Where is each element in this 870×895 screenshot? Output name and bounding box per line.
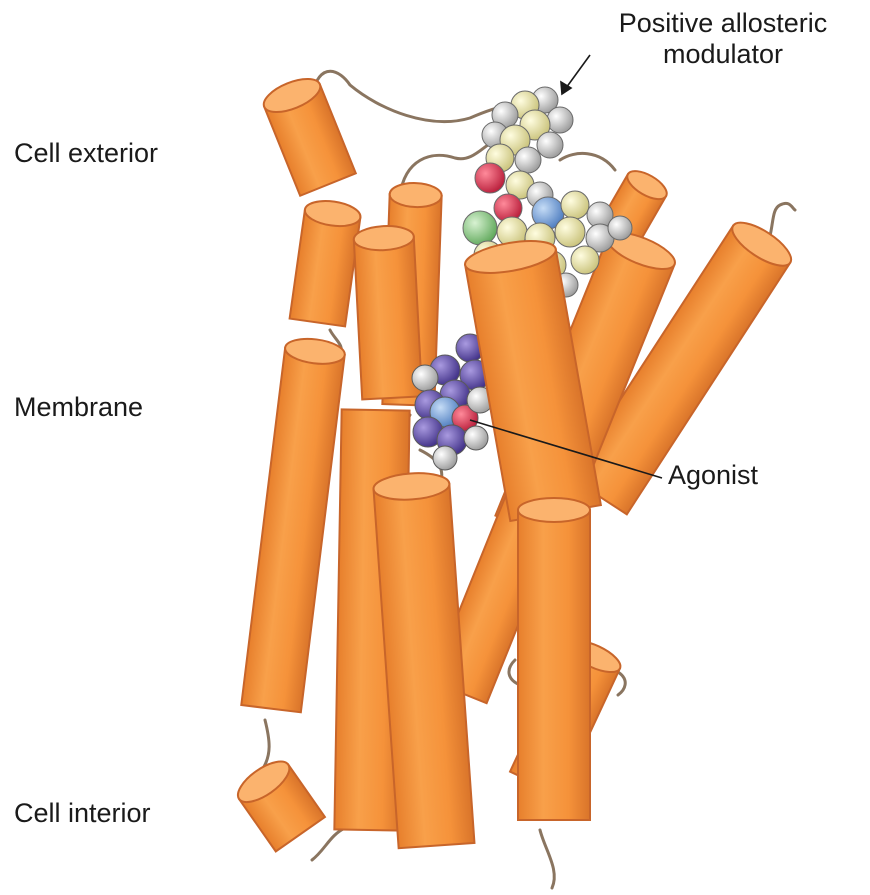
helix-cylinder bbox=[241, 336, 346, 713]
pam-label-line2: modulator bbox=[588, 39, 858, 70]
pam-label-line1: Positive allosteric bbox=[588, 8, 858, 39]
membrane-label: Membrane bbox=[14, 392, 143, 423]
helix-cylinder bbox=[259, 72, 355, 196]
pam-label: Positive allosteric modulator bbox=[588, 8, 858, 70]
cell-exterior-label: Cell exterior bbox=[14, 138, 158, 169]
helix-cylinder bbox=[232, 754, 325, 851]
agonist-label: Agonist bbox=[668, 460, 758, 491]
cell-interior-label: Cell interior bbox=[14, 798, 151, 829]
helix-cylinder bbox=[353, 225, 422, 400]
helix-cylinder bbox=[290, 198, 362, 327]
helix-cylinder bbox=[518, 498, 590, 820]
pam-leader-line bbox=[566, 55, 590, 88]
